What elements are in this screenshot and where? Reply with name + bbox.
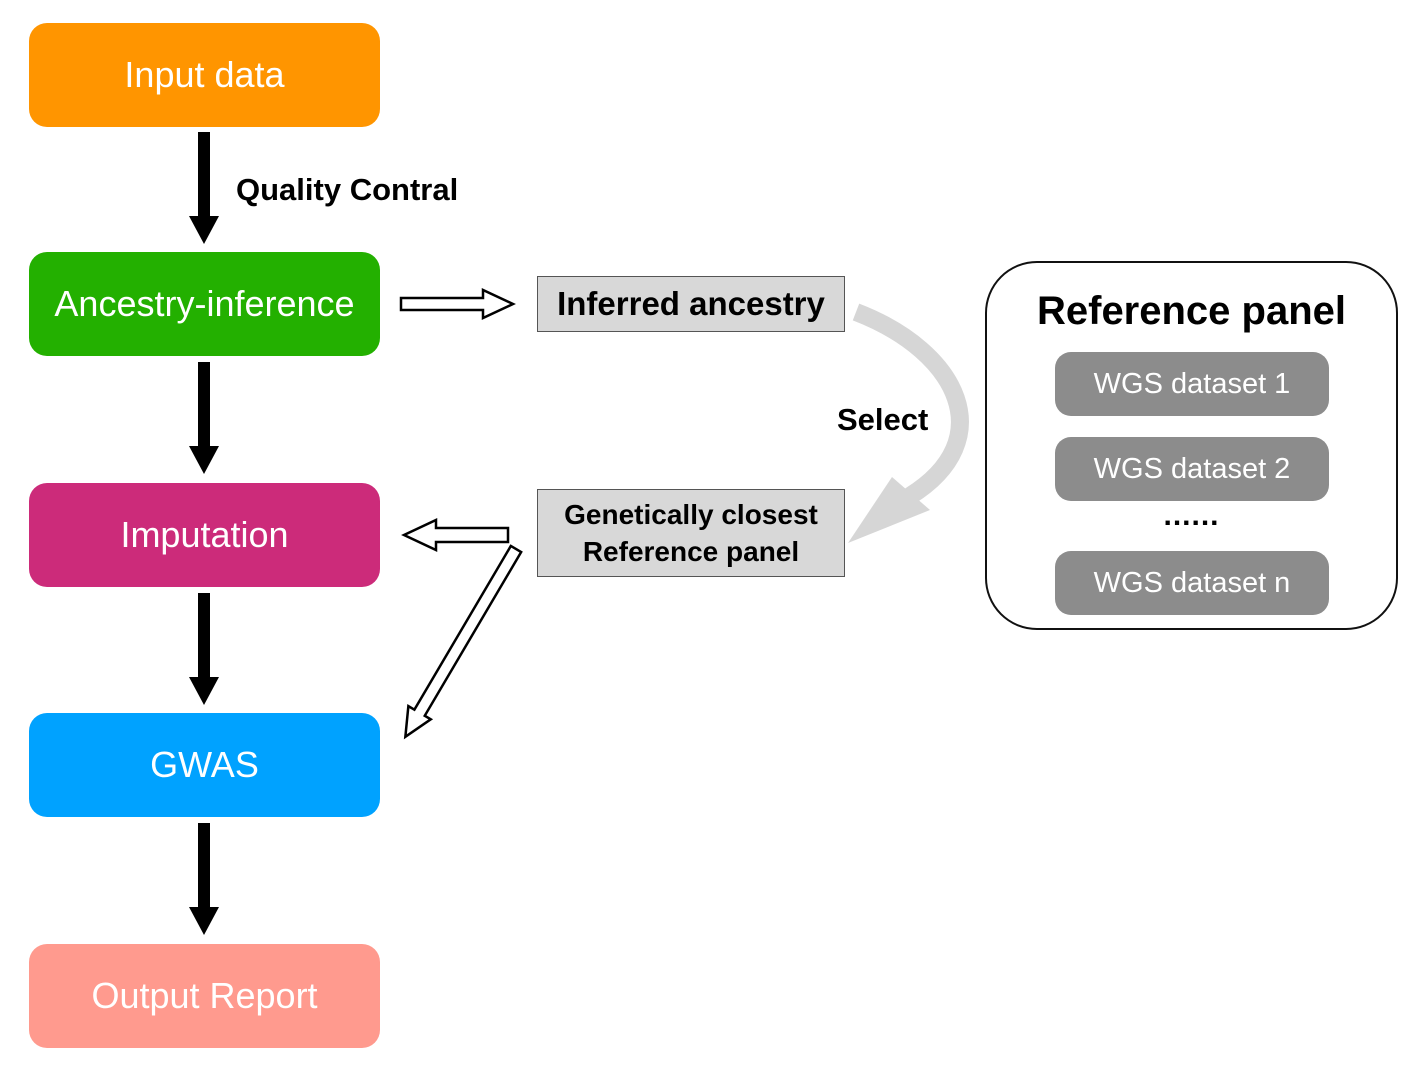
reference-panel: Reference panel WGS dataset 1 WGS datase…	[985, 261, 1398, 630]
dataset-ellipsis: ......	[1163, 499, 1220, 532]
closest-reference-panel-box: Genetically closest Reference panel	[537, 489, 845, 577]
arrow-gwas-to-output	[189, 823, 219, 935]
dataset-item: WGS dataset 2	[1055, 437, 1329, 501]
reference-panel-title: Reference panel	[1036, 289, 1347, 333]
step-gwas: GWAS	[29, 713, 380, 817]
select-label: Select	[837, 402, 929, 437]
arrow-imputation-to-gwas	[189, 593, 219, 705]
step-ancestry-inference: Ancestry-inference	[29, 252, 380, 356]
step-input-data: Input data	[29, 23, 380, 127]
arrow-panel-to-gwas	[403, 544, 523, 740]
step-imputation: Imputation	[29, 483, 380, 587]
arrow-input-to-ancestry	[189, 132, 219, 244]
closest-panel-line2: Reference panel	[582, 536, 800, 567]
inferred-ancestry-box: Inferred ancestry	[537, 276, 845, 332]
dataset-item: WGS dataset 1	[1055, 352, 1329, 416]
dataset-item: WGS dataset n	[1055, 551, 1329, 615]
arrow-ancestry-to-inferred	[399, 288, 516, 320]
arrow-panel-to-imputation	[401, 518, 510, 552]
quality-control-label: Quality Contral	[236, 172, 459, 207]
inferred-ancestry-label: Inferred ancestry	[557, 285, 825, 322]
closest-panel-line1: Genetically closest	[564, 499, 818, 530]
arrow-ancestry-to-imputation	[189, 362, 219, 474]
select-arrow	[848, 303, 969, 543]
step-output-report: Output Report	[29, 944, 380, 1048]
